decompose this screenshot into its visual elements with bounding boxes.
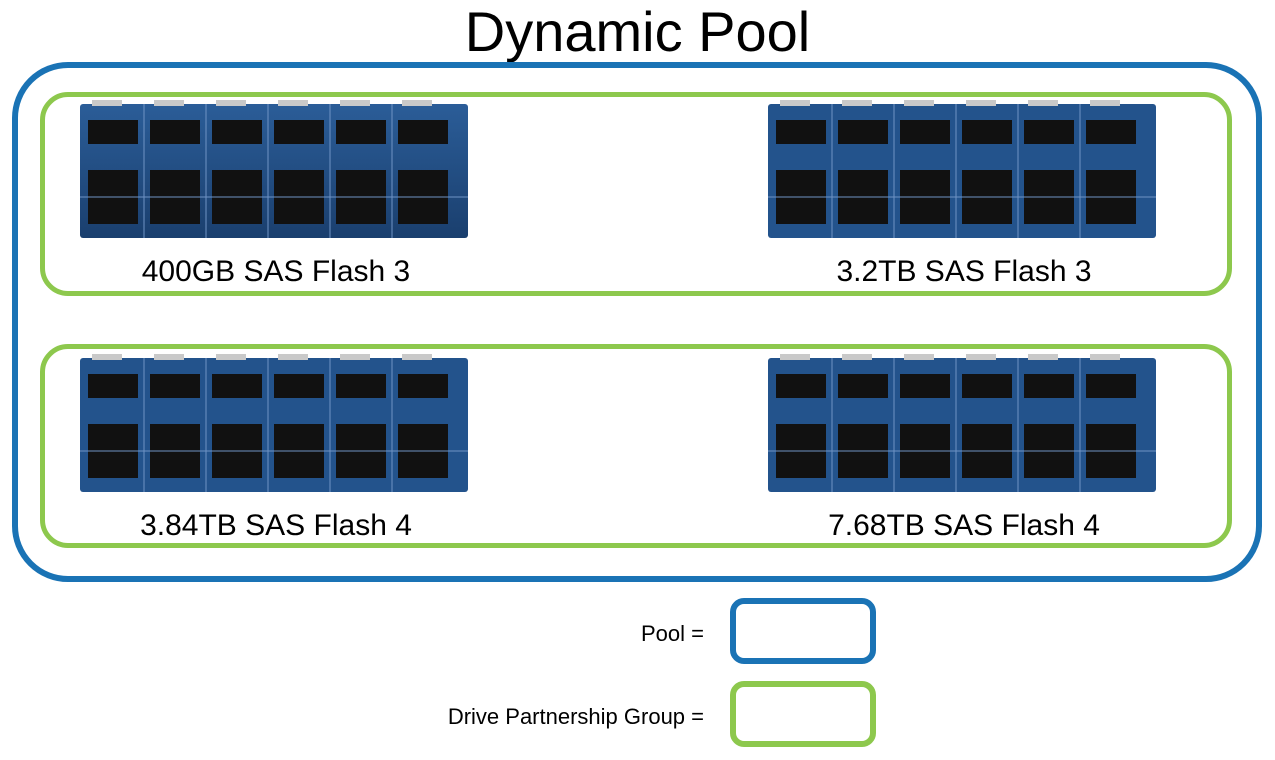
pool-outline [12, 62, 1262, 582]
ssd-drive-stack-icon [78, 354, 470, 496]
drive-label: 400GB SAS Flash 3 [141, 255, 411, 288]
legend-group-label: Drive Partnership Group = [447, 704, 704, 729]
drive-partnership-group-1 [40, 92, 1232, 296]
ssd-drive-stack-icon [766, 354, 1158, 496]
legend-group-swatch [730, 681, 876, 747]
ssd-drive-stack-icon [78, 100, 470, 242]
diagram-title: Dynamic Pool [464, 0, 811, 63]
legend-pool-label: Pool = [641, 621, 704, 646]
drive-partnership-group-2 [40, 344, 1232, 548]
legend-pool-swatch [730, 598, 876, 664]
drive-label: 3.2TB SAS Flash 3 [836, 255, 1092, 288]
drive-label: 3.84TB SAS Flash 4 [140, 509, 412, 542]
drive-label: 7.68TB SAS Flash 4 [828, 509, 1100, 542]
ssd-drive-stack-icon [766, 100, 1158, 242]
